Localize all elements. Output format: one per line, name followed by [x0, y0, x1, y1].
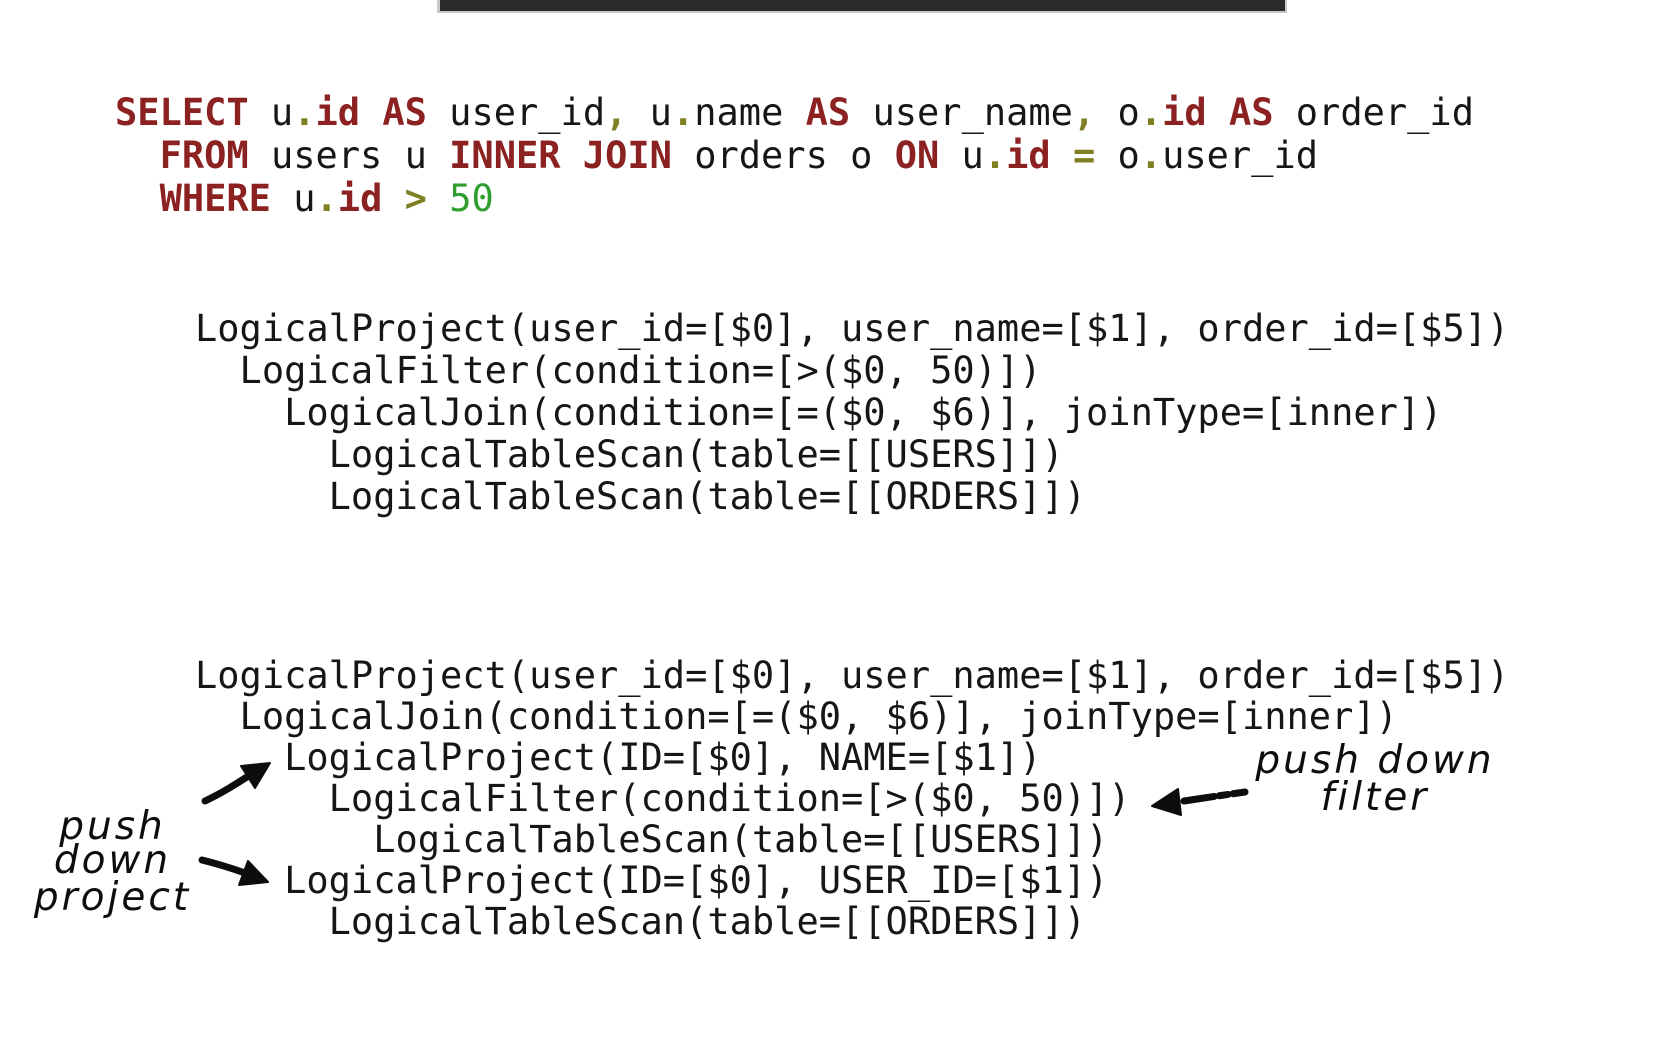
plan-line: LogicalProject(ID=[$0], NAME=[$1]) — [195, 736, 1042, 779]
sql-token: AS — [805, 91, 851, 134]
sql-token: AS — [1228, 91, 1274, 134]
window-edge-bar — [437, 0, 1287, 13]
sql-token: u — [939, 134, 984, 177]
annotation-text: project — [33, 875, 192, 920]
sql-token: user_id — [426, 91, 606, 134]
sql-token: WHERE — [159, 177, 271, 220]
sql-token: SELECT — [115, 91, 249, 134]
plan-line: LogicalJoin(condition=[=($0, $6)], joinT… — [195, 695, 1398, 738]
plan-line: LogicalProject(user_id=[$0], user_name=[… — [195, 654, 1510, 697]
sql-token: 50 — [449, 177, 494, 220]
sql-token: u — [248, 91, 294, 134]
sql-token: AS — [382, 91, 427, 134]
plan-line: LogicalJoin(condition=[=($0, $6)], joinT… — [195, 391, 1443, 434]
sql-token: FROM — [159, 134, 249, 177]
sql-token: . — [983, 134, 1007, 177]
plan-line: LogicalTableScan(table=[[USERS]]) — [195, 433, 1064, 476]
plan-line: LogicalTableScan(table=[[ORDERS]]) — [195, 475, 1087, 518]
logical-plan-before-block: LogicalProject(user_id=[$0], user_name=[… — [195, 308, 1509, 518]
sql-token: id — [337, 177, 383, 220]
sql-token: orders o — [671, 134, 895, 177]
plan-line: LogicalFilter(condition=[>($0, 50)]) — [195, 349, 1042, 392]
plan-line: LogicalProject(user_id=[$0], user_name=[… — [195, 307, 1510, 350]
sql-token: . — [671, 91, 695, 134]
sql-token: id — [1162, 91, 1207, 134]
sql-line: FROM users u INNER JOIN orders o ON u.id… — [115, 134, 1474, 177]
sql-token: . — [1139, 134, 1163, 177]
plan-line: LogicalProject(ID=[$0], USER_ID=[$1]) — [195, 859, 1109, 902]
sql-token: . — [315, 177, 338, 220]
annotation-push-down-filter: push down filter — [1255, 741, 1495, 820]
sql-token — [1051, 134, 1073, 177]
sql-token: user_id — [1162, 134, 1318, 177]
sql-token — [1207, 91, 1229, 134]
sql-token: id — [1006, 134, 1051, 177]
sql-token: u — [627, 91, 672, 134]
sql-token: INNER JOIN — [449, 134, 672, 177]
sql-token: o — [1095, 134, 1140, 177]
sql-token: . — [1139, 91, 1163, 134]
sql-token — [115, 134, 160, 177]
sql-token — [360, 91, 382, 134]
sql-token: users u — [248, 134, 450, 177]
plan-line: LogicalTableScan(table=[[USERS]]) — [195, 818, 1109, 861]
sql-token: , — [605, 91, 628, 134]
sql-token: id — [315, 91, 361, 134]
sql-token: user_name — [850, 91, 1073, 134]
sql-token — [115, 177, 160, 220]
sql-token: order_id — [1273, 91, 1474, 134]
sql-token: ON — [894, 134, 940, 177]
sql-token: , — [1072, 91, 1096, 134]
annotation-text: filter — [1320, 775, 1430, 820]
sql-line: WHERE u.id > 50 — [115, 177, 1474, 220]
plan-line: LogicalFilter(condition=[>($0, 50)]) — [195, 777, 1131, 820]
annotation-text: push down — [1255, 738, 1495, 783]
sql-query-block: SELECT u.id AS user_id, u.name AS user_n… — [115, 91, 1474, 220]
logical-plan-after-block: LogicalProject(user_id=[$0], user_name=[… — [195, 655, 1509, 942]
sql-token — [382, 177, 404, 220]
sql-token: name — [694, 91, 806, 134]
sql-token: > — [404, 177, 427, 220]
sql-token: o — [1095, 91, 1140, 134]
annotation-text: push down — [53, 804, 172, 883]
annotation-push-down-project: push down project — [0, 807, 225, 920]
sql-token — [427, 177, 449, 220]
plan-line: LogicalTableScan(table=[[ORDERS]]) — [195, 900, 1087, 943]
sql-token: u — [270, 177, 316, 220]
sql-token: . — [293, 91, 316, 134]
sql-line: SELECT u.id AS user_id, u.name AS user_n… — [115, 91, 1474, 134]
sql-token: = — [1072, 134, 1096, 177]
